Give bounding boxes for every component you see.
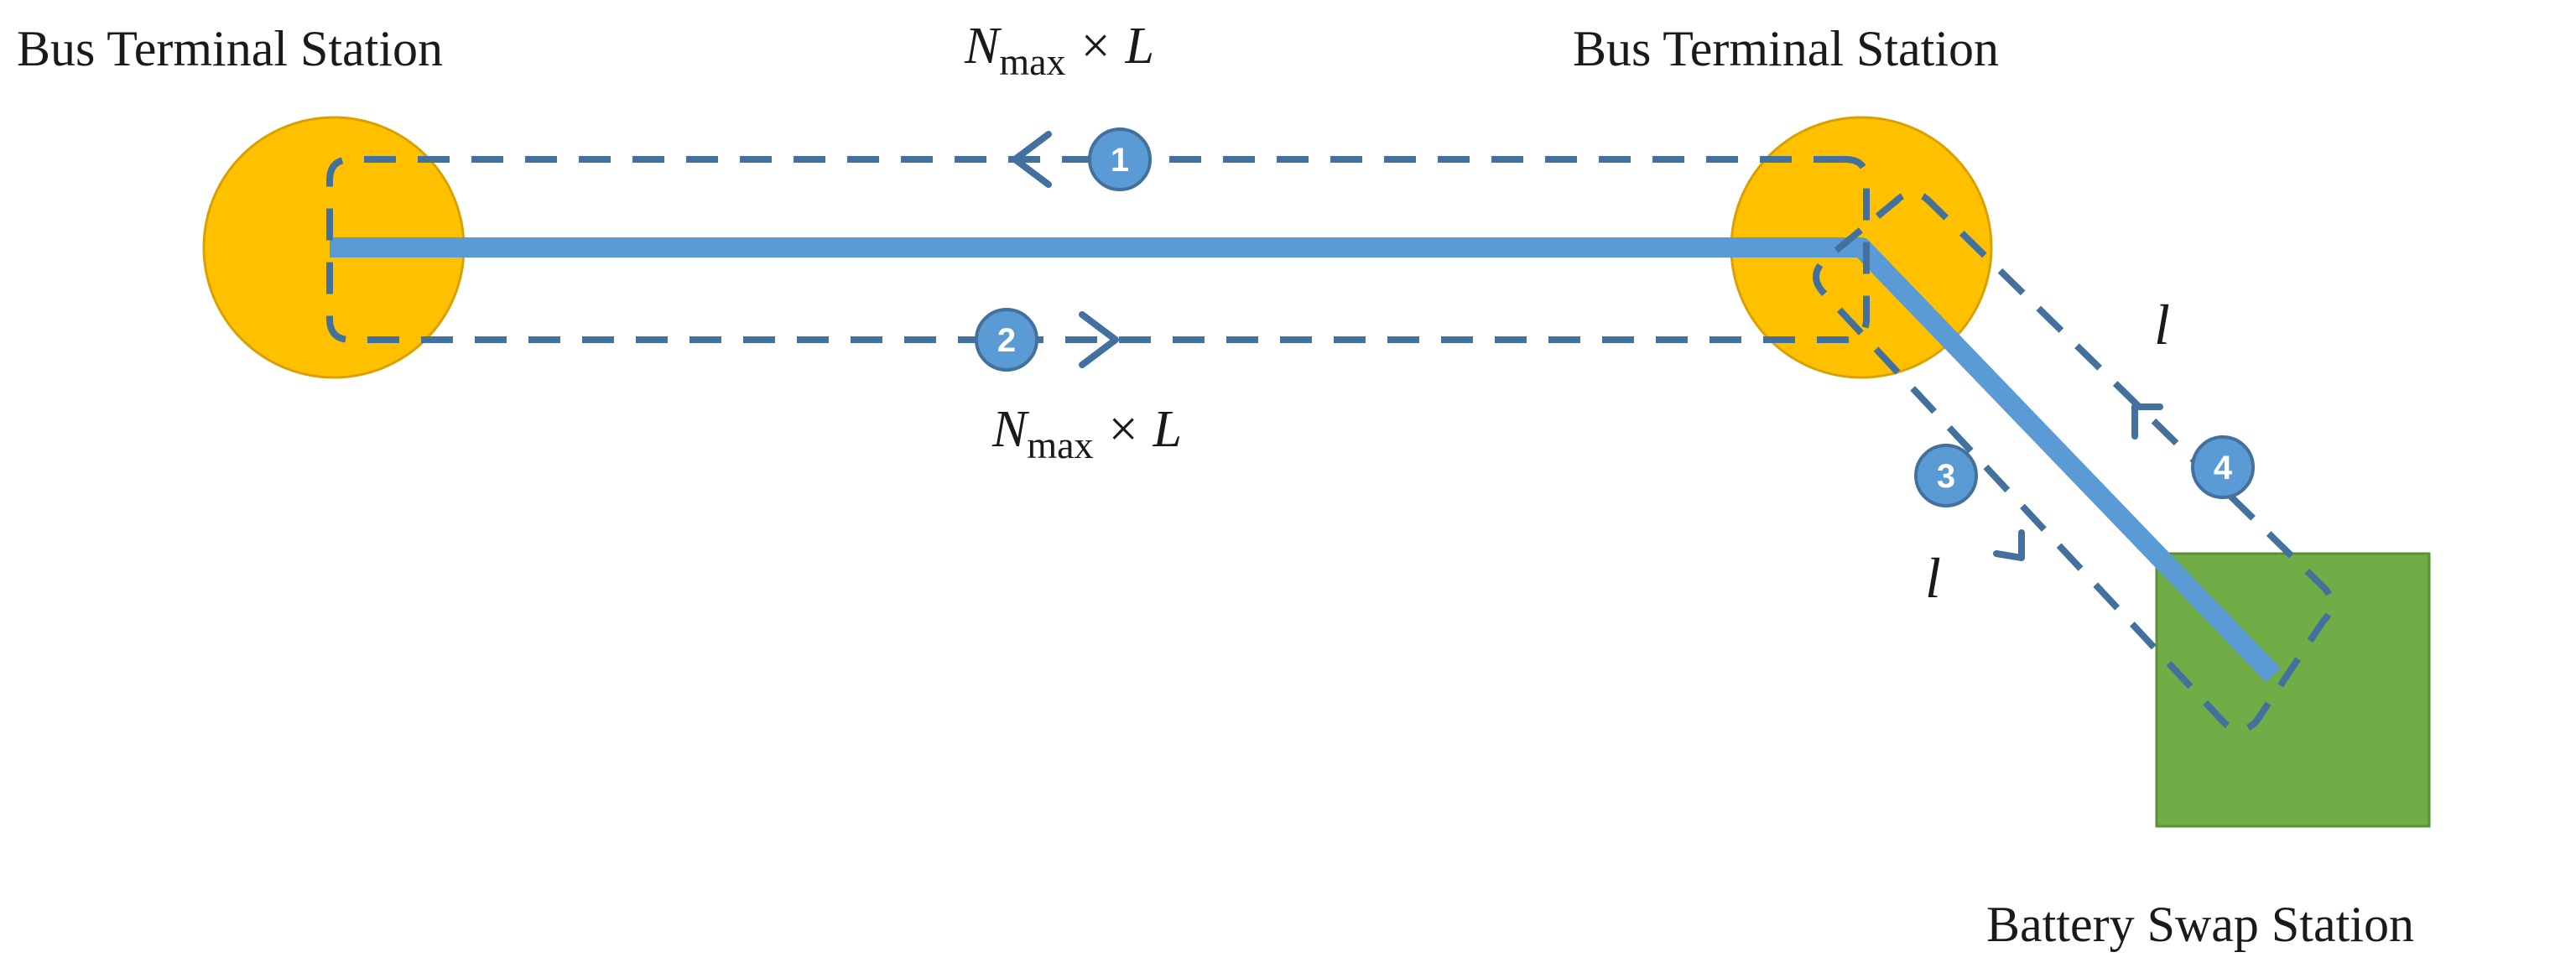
formula-top-len: L <box>1125 18 1154 75</box>
formula-top-var: N <box>964 18 1002 75</box>
marker-4: 4 <box>2191 435 2255 499</box>
arrow-trip-1 <box>1012 131 1052 188</box>
dashed-path-trips-3-4 <box>1813 190 2335 733</box>
left-station-label: Bus Terminal Station <box>17 21 443 76</box>
formula-top-sub: max <box>999 40 1065 83</box>
formula-bottom: Nmax × L <box>991 401 1182 466</box>
swap-station-label: Battery Swap Station <box>1986 897 2414 952</box>
marker-4-label: 4 <box>2214 450 2233 486</box>
marker-2-label: 2 <box>997 322 1016 359</box>
length-label-l-upper: l <box>2154 293 2170 356</box>
formula-bottom-var: N <box>991 401 1030 458</box>
bus-route-line <box>330 237 2281 683</box>
marker-3: 3 <box>1914 444 1978 507</box>
marker-2: 2 <box>975 308 1038 372</box>
formula-bottom-sub: max <box>1027 424 1093 466</box>
arrow-trip-2 <box>1079 311 1119 368</box>
dashed-path-trips-1-2 <box>326 156 1870 343</box>
marker-1-label: 1 <box>1111 142 1129 179</box>
formula-bottom-op: × <box>1109 401 1138 458</box>
arrow-trip-3 <box>1993 529 2025 561</box>
arrow-trip-4 <box>2131 403 2163 440</box>
formula-bottom-len: L <box>1153 401 1182 458</box>
formula-top: Nmax ×L <box>964 18 1154 83</box>
length-label-l-lower: l <box>1925 546 1941 610</box>
formula-top-op: × <box>1081 18 1111 75</box>
marker-1: 1 <box>1088 127 1152 191</box>
marker-3-label: 3 <box>1937 458 1955 495</box>
right-station-label: Bus Terminal Station <box>1573 21 1999 76</box>
